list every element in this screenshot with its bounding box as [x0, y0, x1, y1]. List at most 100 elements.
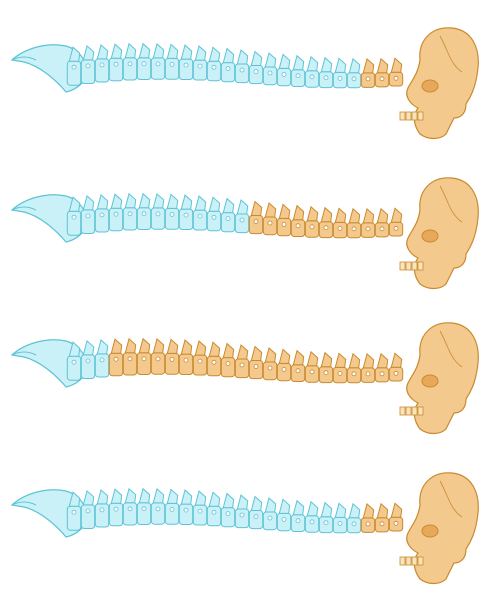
foramen — [366, 372, 370, 376]
spinous-process — [139, 194, 149, 208]
vertebra-body — [249, 216, 262, 234]
vertebra-body — [165, 503, 178, 524]
foramen — [240, 513, 244, 517]
foramen — [352, 522, 356, 526]
spinous-process — [125, 489, 135, 503]
spinous-process — [391, 58, 401, 72]
tooth — [418, 557, 423, 565]
vertebra-body — [277, 363, 290, 380]
vertebra-body — [165, 353, 178, 374]
foramen — [100, 508, 104, 512]
spinous-process — [139, 489, 149, 503]
skull-icon — [400, 178, 478, 289]
spinous-process — [391, 208, 401, 222]
spinous-process — [237, 200, 247, 214]
foramen — [114, 507, 118, 511]
foramen — [394, 521, 398, 525]
spinous-process — [83, 341, 93, 355]
vertebra-body — [137, 58, 150, 80]
spinous-process — [293, 56, 303, 70]
vertebra-body — [263, 362, 276, 380]
vertebra-body — [109, 208, 122, 231]
tooth — [400, 557, 405, 565]
spinous-process — [181, 195, 191, 209]
spinous-process — [349, 354, 359, 368]
spinous-process — [139, 44, 149, 58]
spinous-process — [251, 202, 261, 216]
vertebra-body — [235, 509, 248, 528]
foramen — [296, 74, 300, 78]
spinous-process — [223, 344, 233, 358]
foramen — [226, 362, 230, 366]
foramen — [156, 212, 160, 216]
foramen — [240, 68, 244, 72]
spinous-process — [279, 204, 289, 218]
cranium — [407, 178, 479, 289]
foramen — [72, 215, 76, 219]
cranium — [407, 323, 479, 434]
vertebra-body — [193, 355, 206, 375]
foramen — [212, 510, 216, 514]
tooth — [412, 407, 417, 415]
vertebra-body — [123, 58, 136, 80]
foramen — [86, 359, 90, 363]
spinous-process — [97, 45, 107, 59]
foramen — [352, 227, 356, 231]
vertebra-body — [137, 503, 150, 525]
foramen — [268, 516, 272, 520]
foramen — [324, 371, 328, 375]
foramen — [184, 508, 188, 512]
spinous-process — [321, 58, 331, 72]
spinous-process — [363, 59, 373, 73]
spinous-process — [265, 348, 275, 362]
foramen — [142, 212, 146, 216]
foramen — [296, 369, 300, 373]
vertebra-body — [109, 503, 122, 526]
spinous-process — [363, 504, 373, 518]
spinous-process — [97, 195, 107, 209]
foramen — [268, 366, 272, 370]
foramen — [184, 358, 188, 362]
spinous-process — [153, 339, 163, 353]
foramen — [212, 215, 216, 219]
spinous-process — [251, 347, 261, 361]
foramen — [128, 357, 132, 361]
spinous-process — [265, 498, 275, 512]
vertebra-body — [123, 353, 136, 375]
tooth — [400, 262, 405, 270]
vertebra-body — [123, 208, 136, 230]
vertebra-body — [109, 353, 122, 376]
foramen — [324, 521, 328, 525]
spinous-process — [391, 353, 401, 367]
spinous-process — [237, 495, 247, 509]
foramen — [366, 227, 370, 231]
spinous-process — [111, 489, 121, 503]
foramen — [338, 226, 342, 230]
tooth — [412, 112, 417, 120]
foramen — [156, 507, 160, 511]
vertebra-body — [207, 506, 220, 526]
foramen — [282, 367, 286, 371]
spinous-process — [307, 502, 317, 516]
spinous-process — [349, 504, 359, 518]
spinous-process — [307, 207, 317, 221]
foramen — [184, 213, 188, 217]
spinous-process — [181, 340, 191, 354]
vertebra-body — [81, 60, 94, 84]
foramen — [240, 363, 244, 367]
vertebra-body — [95, 354, 108, 377]
spine-panel-3 — [12, 323, 478, 434]
foramen — [114, 357, 118, 361]
eye-socket — [422, 80, 438, 92]
spinous-process — [167, 339, 177, 353]
spinous-process — [195, 196, 205, 210]
tooth — [406, 262, 411, 270]
tooth — [418, 407, 423, 415]
foramen — [100, 213, 104, 217]
spinous-process — [97, 490, 107, 504]
spinous-process — [279, 54, 289, 68]
cranium — [407, 473, 479, 584]
foramen — [212, 65, 216, 69]
